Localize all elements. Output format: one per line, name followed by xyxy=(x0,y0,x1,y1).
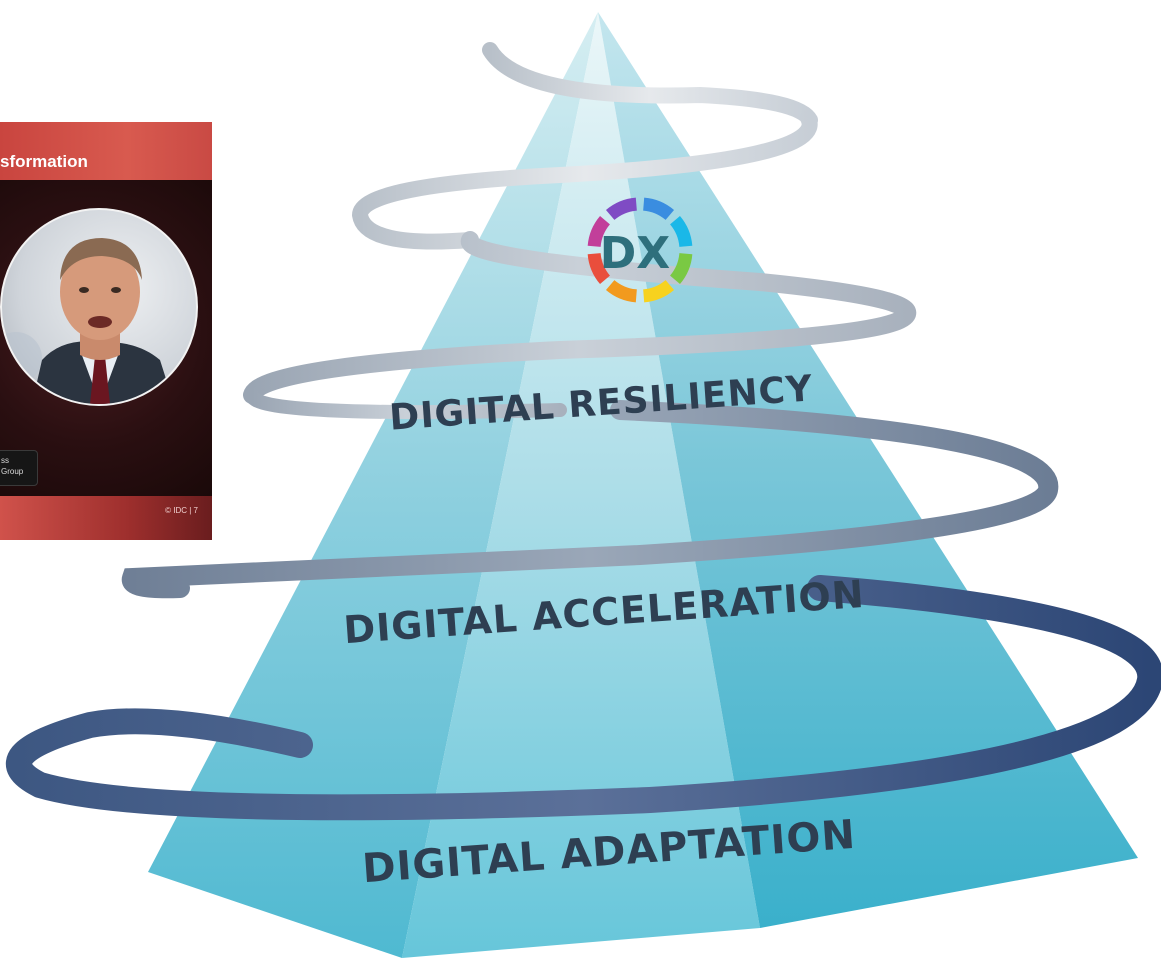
caption-line-2: Group xyxy=(1,467,24,476)
dx-logo-segment xyxy=(669,252,693,285)
spiral-ring-1 xyxy=(351,110,818,250)
slide-title: sformation xyxy=(0,152,88,171)
pyramid-face-front xyxy=(402,12,760,958)
caption-box: ss Group xyxy=(0,450,38,486)
slide-header xyxy=(0,122,212,180)
dx-logo-segment xyxy=(605,279,638,303)
spiral-ring-3 xyxy=(121,400,1059,599)
dx-logo-segment xyxy=(587,215,611,248)
pyramid-face-right xyxy=(598,12,1138,928)
dx-logo-segment xyxy=(587,252,611,285)
spiral-ring-1-back xyxy=(482,42,818,128)
dx-logo-segment xyxy=(642,279,675,303)
slide-footer xyxy=(0,496,212,540)
caption-line-1: ss xyxy=(1,456,9,465)
spiral-ring-2b xyxy=(245,388,567,420)
slide-thumbnail: sformation ss Group © IDC xyxy=(0,122,212,540)
dx-logo-segment xyxy=(605,197,638,221)
dx-logo-segment xyxy=(669,215,693,248)
slide-footer-text: © IDC | 7 xyxy=(165,506,198,515)
dx-logo-text: DX xyxy=(600,228,671,279)
dx-logo-segment xyxy=(642,197,675,221)
portrait-illustration xyxy=(2,238,174,404)
dx-logo xyxy=(587,197,693,303)
avatar xyxy=(0,208,198,406)
spiral-ring-4 xyxy=(6,575,1161,821)
